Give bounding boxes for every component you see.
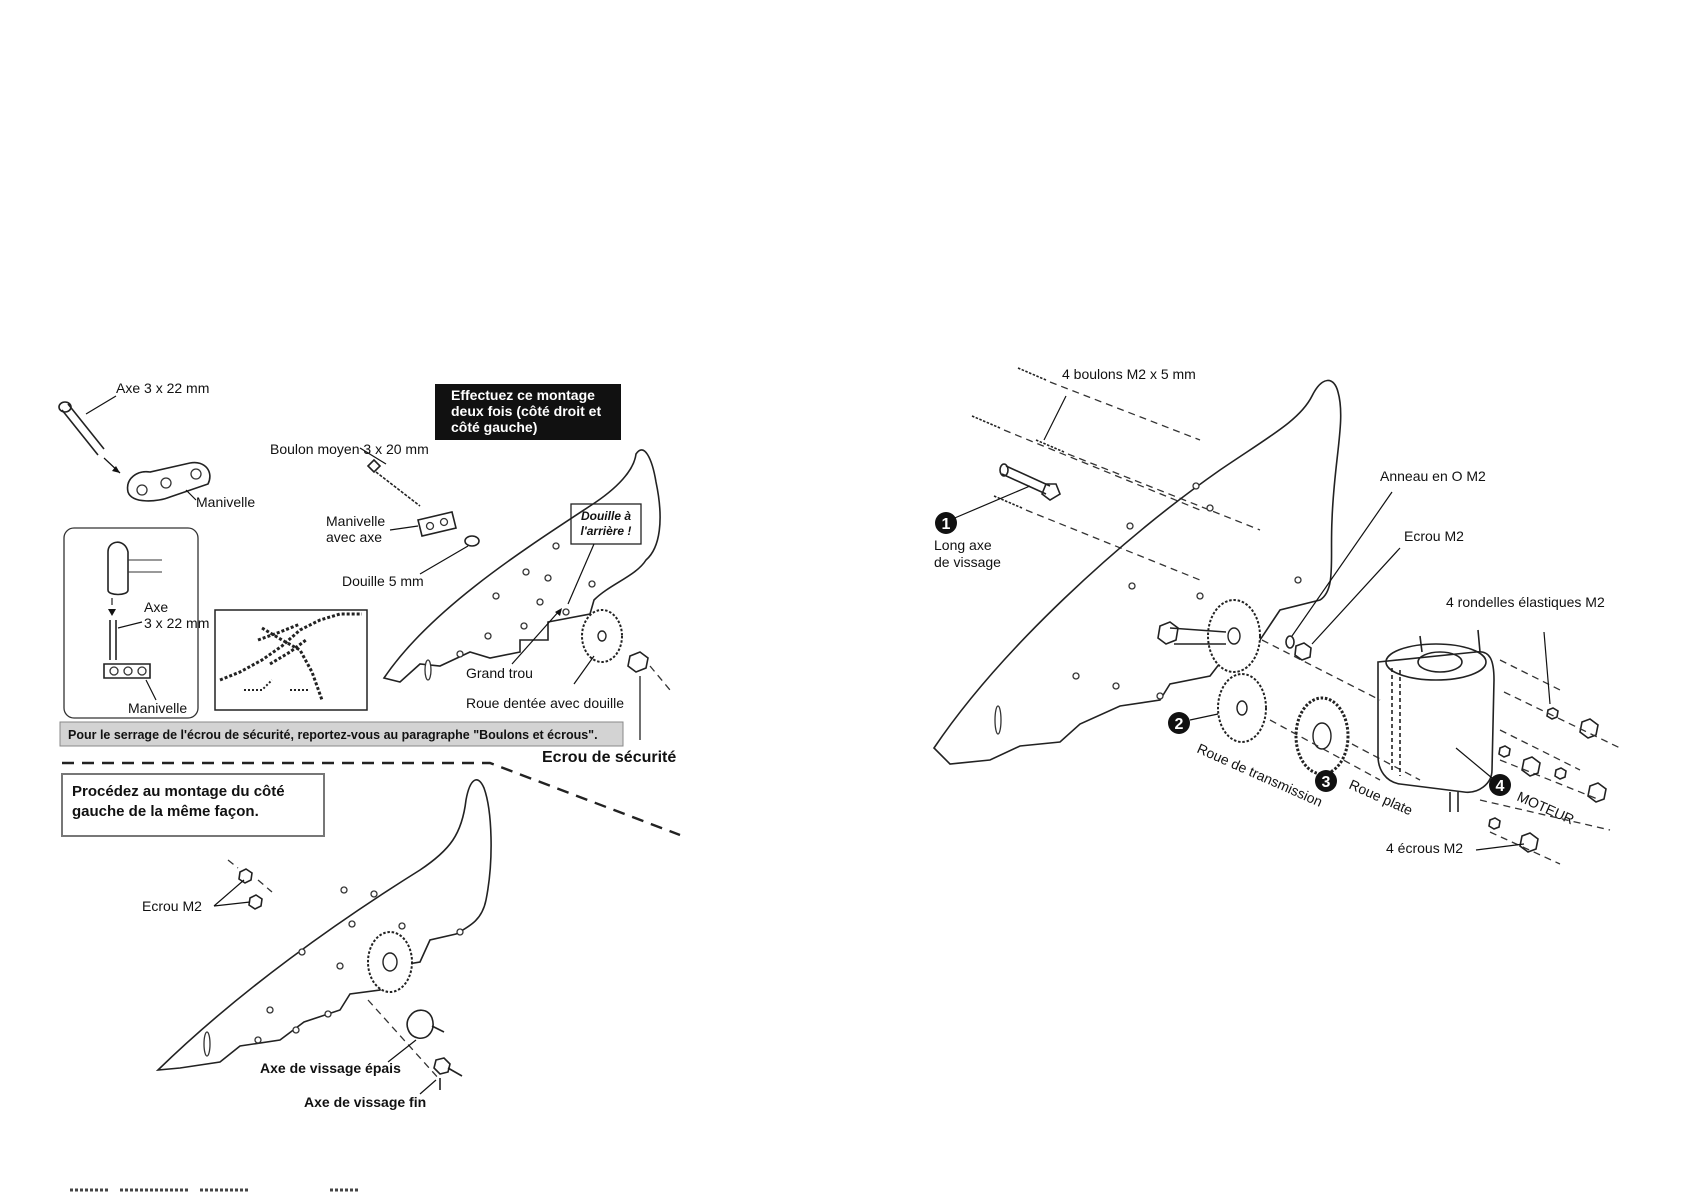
note-box-line-2: deux fois (côté droit et xyxy=(451,403,601,419)
grand-trou-leader xyxy=(511,609,561,665)
label-long-axe-2: de vissage xyxy=(934,554,1001,570)
right-panel: 4 boulons M2 x 5 mm 1 Long axe de vissag… xyxy=(932,366,1621,865)
label-axe-epais: Axe de vissage épais xyxy=(260,1060,401,1076)
upper-wing-plate xyxy=(382,449,661,683)
divider-dashed xyxy=(62,761,681,837)
note-box-line-1: Effectuez ce montage xyxy=(451,387,595,403)
number-2-badge xyxy=(1168,712,1190,734)
left-panel: Axe 3 x 22 mm Manivelle Axe 3 x 22 mm xyxy=(58,380,681,1110)
manivelle-axe-part xyxy=(389,511,457,537)
roue-dentee-part xyxy=(573,609,623,685)
anneau-part xyxy=(1285,491,1393,649)
label-anneau: Anneau en O M2 xyxy=(1380,468,1486,484)
pixel-inset xyxy=(214,609,368,711)
number-4: 4 xyxy=(1496,778,1505,795)
label-douille-arriere-2: l'arrière ! xyxy=(581,524,632,538)
label-inset-manivelle: Manivelle xyxy=(128,700,187,716)
ecrou-securite-part xyxy=(627,651,671,740)
label-axe-fin: Axe de vissage fin xyxy=(304,1094,426,1110)
lower-wing-plate xyxy=(155,779,492,1072)
gray-banner xyxy=(59,721,624,747)
label-ecrou-m2-right: Ecrou M2 xyxy=(1404,528,1464,544)
rondelles-ecrous-parts xyxy=(1475,631,1621,865)
procedez-line-2: gauche de la même façon. xyxy=(72,803,259,820)
axe-epais-part xyxy=(387,1009,445,1063)
label-ecrou-securite: Ecrou de sécurité xyxy=(542,749,676,766)
label-douille-arriere-1: Douille à xyxy=(581,509,631,523)
number-1-badge xyxy=(935,512,957,534)
douille-part xyxy=(419,535,480,575)
label-axe-top: Axe 3 x 22 mm xyxy=(116,380,209,396)
ecrou-m2-right-part xyxy=(1294,547,1401,661)
label-roue-plate: Roue plate xyxy=(1347,776,1416,818)
boulons-parts xyxy=(971,367,1261,581)
roue-transmission-leader xyxy=(1189,713,1219,721)
label-grand-trou: Grand trou xyxy=(466,665,533,681)
label-boulons: 4 boulons M2 x 5 mm xyxy=(1062,366,1196,382)
moteur-leader xyxy=(1455,747,1493,779)
label-ecrous: 4 écrous M2 xyxy=(1386,840,1463,856)
number-1: 1 xyxy=(942,516,951,533)
label-boulon: Boulon moyen 3 x 20 mm xyxy=(270,441,429,457)
label-rondelles: 4 rondelles élastiques M2 xyxy=(1446,594,1605,610)
label-manivelle-axe-1: Manivelle xyxy=(326,513,385,529)
long-axe-part xyxy=(949,463,1061,521)
gears xyxy=(1157,599,1421,781)
boulon-part xyxy=(359,447,421,507)
number-3-badge xyxy=(1315,770,1337,792)
ecrou-m2-lower-part xyxy=(213,859,273,910)
moteur-part xyxy=(1377,629,1601,812)
axe-part xyxy=(58,395,121,474)
label-douille5: Douille 5 mm xyxy=(342,573,424,589)
label-roue-dentee: Roue dentée avec douille xyxy=(466,695,624,711)
label-inset-axe-1: Axe xyxy=(144,599,168,615)
label-inset-axe-2: 3 x 22 mm xyxy=(144,615,209,631)
label-manivelle-axe-2: avec axe xyxy=(326,529,382,545)
label-manivelle-top: Manivelle xyxy=(196,494,255,510)
inset-box xyxy=(63,527,199,719)
number-2: 2 xyxy=(1175,716,1184,733)
procedez-box xyxy=(61,773,325,837)
label-moteur: MOTEUR xyxy=(1515,788,1577,827)
inset-drawing xyxy=(103,541,162,701)
axe-fin-part xyxy=(419,1057,463,1095)
manivelle-part xyxy=(126,461,211,502)
number-4-badge xyxy=(1489,774,1511,796)
lower-gear-part xyxy=(367,931,441,1081)
number-3: 3 xyxy=(1322,774,1331,791)
grand-trou-arrow xyxy=(555,608,562,616)
note-box-line-3: côté gauche) xyxy=(451,419,537,435)
procedez-line-1: Procédez au montage du côté xyxy=(72,783,285,800)
gray-banner-text: Pour le serrage de l'écrou de sécurité, … xyxy=(68,728,598,742)
douille-arriere-leader xyxy=(567,543,595,605)
label-long-axe-1: Long axe xyxy=(934,537,992,553)
right-wing-plate xyxy=(932,379,1342,765)
label-ecrou-m2-lower: Ecrou M2 xyxy=(142,898,202,914)
note-box xyxy=(435,384,621,440)
